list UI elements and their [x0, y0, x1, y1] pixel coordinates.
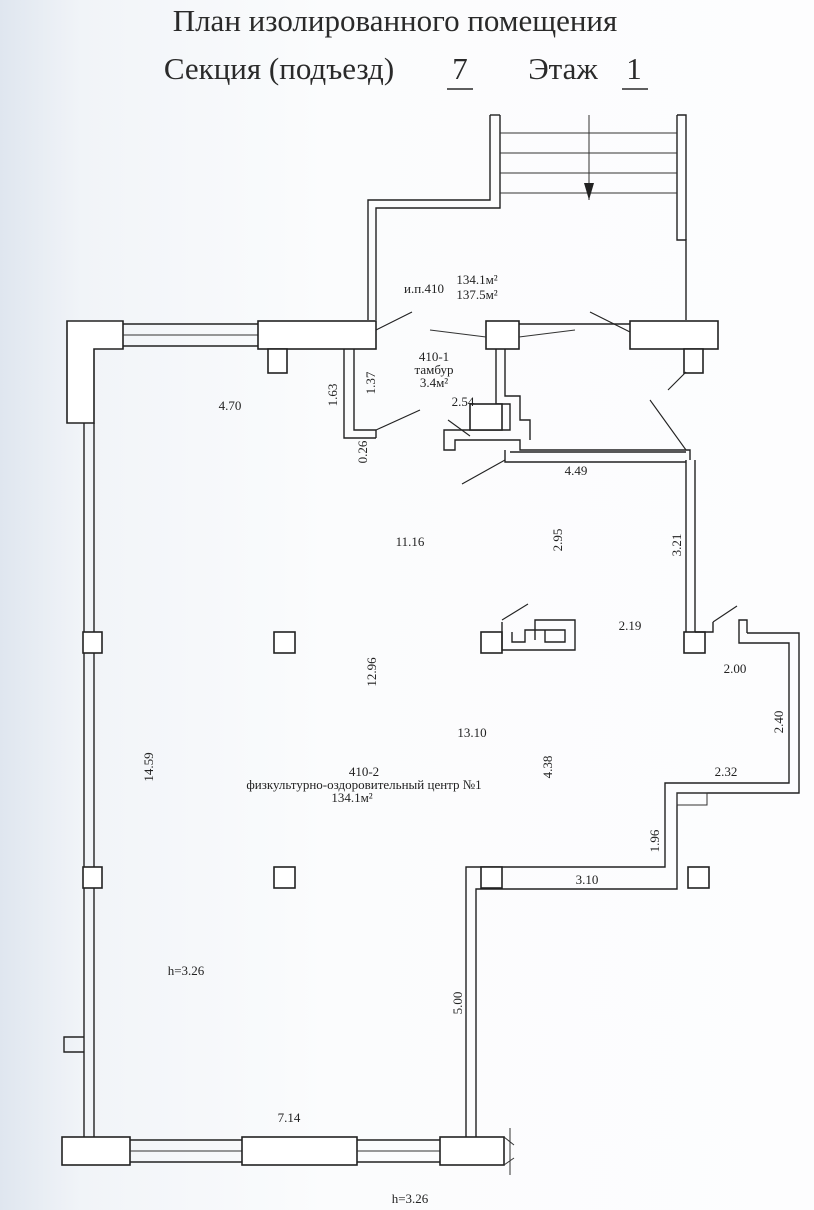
room-labels: и.п.410 134.1м² 137.5м² 410-1 тамбур 3.4…	[168, 272, 498, 1206]
section-value: 7	[452, 51, 468, 86]
door-icon	[649, 399, 687, 451]
dim-3-10: 3.10	[576, 872, 599, 887]
door-icon	[375, 311, 413, 331]
plan-title: План изолированного помещения Секция (по…	[164, 3, 648, 90]
room-410-1-number: 410-1	[419, 349, 449, 364]
floor-value: 1	[626, 51, 642, 86]
ceiling-height-bottom: h=3.26	[392, 1191, 429, 1206]
dim-1-37: 1.37	[363, 371, 378, 394]
dim-2-32: 2.32	[715, 764, 738, 779]
staircase	[367, 114, 687, 320]
shafts	[501, 603, 748, 806]
ip-label: и.п.410	[404, 281, 444, 296]
dim-7-14: 7.14	[278, 1110, 301, 1125]
dim-1-63: 1.63	[325, 384, 340, 407]
door-icon	[589, 311, 631, 333]
dim-2-40: 2.40	[771, 711, 786, 734]
dimension-labels: 4.70 1.63 1.37 0.26 2.54 4.49 11.16 2.95…	[141, 371, 786, 1125]
dim-4-38: 4.38	[540, 756, 555, 779]
dim-14-59: 14.59	[141, 752, 156, 781]
dim-11-16: 11.16	[396, 534, 425, 549]
room-410-2-area: 134.1м²	[331, 790, 372, 805]
vestibule	[343, 311, 691, 485]
dim-5-00: 5.00	[450, 992, 465, 1015]
dim-12-96: 12.96	[364, 657, 379, 687]
dim-2-00: 2.00	[724, 661, 747, 676]
dim-4-49: 4.49	[565, 463, 588, 478]
door-icon	[461, 459, 506, 485]
room-410-1-area: 3.4м²	[420, 375, 448, 390]
room-410-2-name: физкультурно-оздоровительный центр №1	[246, 777, 481, 792]
stair-arrow-icon	[584, 183, 594, 200]
title-line-1: План изолированного помещения	[173, 3, 618, 38]
dim-1-96: 1.96	[647, 829, 662, 852]
door-icon	[447, 419, 471, 437]
columns	[82, 348, 710, 889]
ip-area-1: 134.1м²	[456, 272, 497, 287]
dim-3-21: 3.21	[669, 534, 684, 557]
ip-area-2: 137.5м²	[456, 287, 497, 302]
floor-label: Этаж	[528, 51, 598, 86]
dim-2-19: 2.19	[619, 618, 642, 633]
outer-walls	[61, 320, 800, 1175]
dim-2-95: 2.95	[550, 529, 565, 552]
dim-2-54: 2.54	[452, 394, 475, 409]
ceiling-height-inner: h=3.26	[168, 963, 205, 978]
room-410-1-name: тамбур	[415, 362, 454, 377]
door-icon	[375, 409, 421, 431]
section-label: Секция (подъезд)	[164, 51, 394, 86]
dim-4-70: 4.70	[219, 398, 242, 413]
room-410-2-number: 410-2	[349, 764, 379, 779]
dim-13-10: 13.10	[457, 725, 486, 740]
dim-0-26: 0.26	[355, 440, 370, 463]
